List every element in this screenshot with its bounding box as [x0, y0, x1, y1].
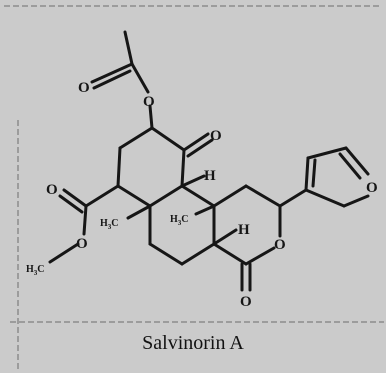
methyl-ester-sub: 3	[34, 269, 38, 277]
atom-o-lactone-ring: O	[274, 237, 286, 253]
bond-ringC-4	[244, 246, 276, 266]
bond-ester-o	[82, 204, 88, 236]
bond-furan-4	[342, 194, 370, 208]
bond-ester-attach	[84, 184, 120, 208]
methyl-mid-h: H	[170, 214, 178, 225]
bond-ringB-2	[148, 242, 184, 266]
bond-furan-attach	[278, 188, 308, 208]
methyl-left-c: C	[111, 218, 118, 229]
atom-o-ester-bottom: O	[76, 236, 88, 252]
bond-carbonyl-o-2	[92, 69, 132, 90]
bond-ringA-3	[116, 184, 152, 208]
bond-ester-co-2	[58, 194, 84, 214]
atom-h-upper: H	[204, 168, 216, 184]
bond-ringC-2	[244, 184, 282, 208]
methyl-left-label: H3C	[100, 218, 119, 231]
bond-carbonyl-o-1	[90, 62, 134, 84]
atom-o-acetyl-link: O	[143, 94, 155, 110]
bond-furan-1b	[311, 158, 317, 188]
bond-furan-3	[344, 146, 370, 176]
bond-methyl-left	[126, 204, 152, 220]
bond-h-lower	[212, 228, 238, 246]
bond-olink-c	[148, 104, 154, 130]
methyl-mid-c: C	[181, 214, 188, 225]
bond-h-upper	[180, 174, 206, 188]
atom-o-acetyl-top: O	[78, 80, 90, 96]
bond-ester-ome	[48, 242, 80, 264]
bond-ringC-1	[212, 184, 248, 208]
bond-ringA-4	[148, 184, 184, 208]
bond-ringC-5	[212, 242, 248, 266]
bond-ester-co-1	[62, 188, 88, 208]
atom-o-lactone-carbonyl: O	[240, 294, 252, 310]
bond-ketone-1	[182, 132, 210, 152]
bond-ringA-1	[118, 126, 154, 150]
atom-h-lower: H	[238, 222, 250, 238]
bond-ringA-6	[150, 126, 186, 152]
bond-furan-1	[304, 156, 310, 192]
bond-furan-5	[304, 188, 346, 208]
bond-ringA-5	[180, 148, 186, 188]
methyl-left-h: H	[100, 218, 108, 229]
methyl-ester-h: H	[26, 264, 34, 275]
bond-furan-2	[306, 146, 348, 160]
bond-furan-3b	[338, 152, 362, 180]
methyl-mid-sub: 3	[178, 219, 182, 227]
bond-ringA-2	[116, 146, 122, 188]
atom-o-furan: O	[366, 180, 378, 196]
bond-ketone-2	[186, 138, 214, 158]
methyl-ester-label: H3C	[26, 264, 45, 277]
bond-methyl-carbonyl	[123, 30, 134, 66]
atom-o-ketone: O	[210, 128, 222, 144]
methyl-left-sub: 3	[108, 223, 112, 231]
atom-o-ester-top: O	[46, 182, 58, 198]
methyl-mid-label: H3C	[170, 214, 189, 227]
methyl-ester-c: C	[37, 264, 44, 275]
bond-ringB-3	[180, 242, 216, 266]
figure-caption: Salvinorin A	[142, 332, 244, 354]
bond-ringB-5	[180, 184, 216, 208]
bond-methyl-mid	[194, 204, 216, 216]
bond-carbonyl-olink	[130, 62, 150, 94]
